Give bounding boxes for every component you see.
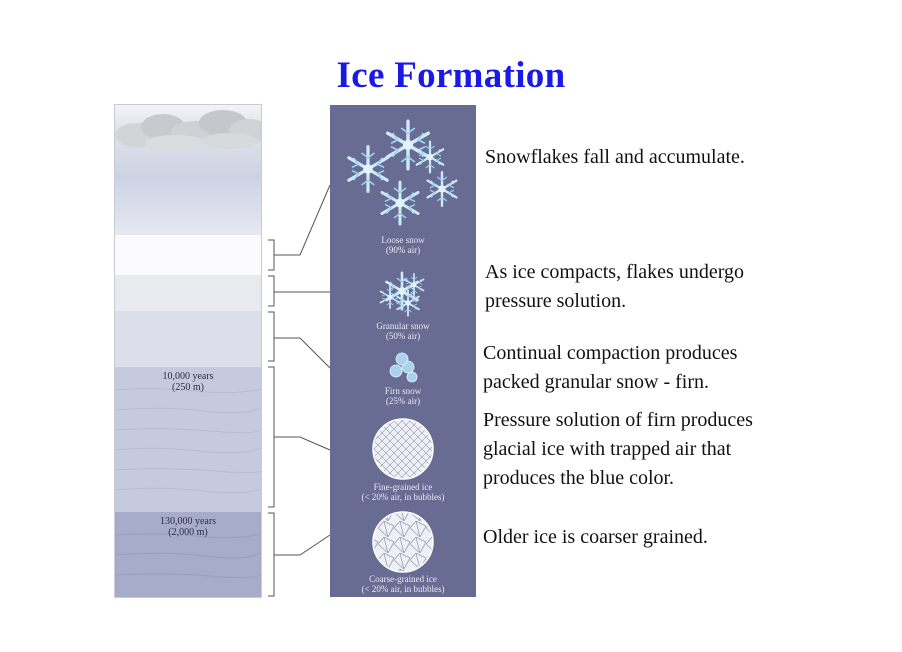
stage-label-loose-snow: Loose snow (90% air) — [381, 235, 425, 255]
firn-icon — [389, 352, 418, 383]
granular-snow-icon — [379, 271, 425, 317]
snowflake-icon — [347, 119, 458, 226]
bracket-coarse-ice — [268, 512, 275, 597]
description-snowfall: Snowflakes fall and accumulate. — [485, 146, 745, 168]
firn-layer — [115, 311, 261, 367]
bracket-granular-snow — [268, 275, 275, 307]
connector-firn — [274, 337, 331, 369]
snowfall-sky — [115, 105, 261, 235]
granular-snow-layer — [115, 275, 261, 311]
age-label-10000: 10,000 years (250 m) — [162, 371, 214, 393]
stage-illustrations — [347, 119, 458, 573]
glacier-cross-section: 10,000 years (250 m) 130,000 years (2,00… — [115, 105, 261, 597]
stage-label-coarse-ice: Coarse-grained ice (< 20% air, in bubble… — [361, 574, 445, 594]
fine-ice-grain-icon — [372, 418, 434, 480]
connector-loose-snow — [274, 184, 331, 256]
description-glacial-ice: Pressure solution of firn produces glaci… — [483, 409, 753, 489]
coarse-ice-grain-icon — [372, 511, 434, 573]
stage-label-granular-snow: Granular snow (50% air) — [376, 321, 430, 341]
bracket-loose-snow — [268, 239, 275, 271]
stage-label-fine-ice: Fine-grained ice (< 20% air, in bubbles) — [361, 482, 445, 502]
ice-striations — [115, 388, 261, 579]
fine-ice-layer — [115, 367, 261, 512]
description-compaction: As ice compacts, flakes undergo pressure… — [485, 261, 744, 312]
cloud-icon — [115, 110, 261, 151]
description-coarse-ice: Older ice is coarser grained. — [483, 526, 708, 548]
description-firn: Continual compaction produces packed gra… — [483, 342, 738, 393]
connector-coarse-ice — [274, 534, 331, 556]
bracket-fine-ice — [268, 366, 275, 508]
connector-fine-ice — [274, 436, 331, 451]
ice-stages-panel: Loose snow (90% air) Granular snow (50% … — [330, 105, 476, 597]
bracket-firn — [268, 311, 275, 362]
page-title: Ice Formation — [336, 55, 566, 96]
age-label-130000: 130,000 years (2,000 m) — [159, 516, 217, 538]
stage-label-firn-snow: Firn snow (25% air) — [384, 386, 422, 406]
loose-snow-layer — [115, 235, 261, 275]
